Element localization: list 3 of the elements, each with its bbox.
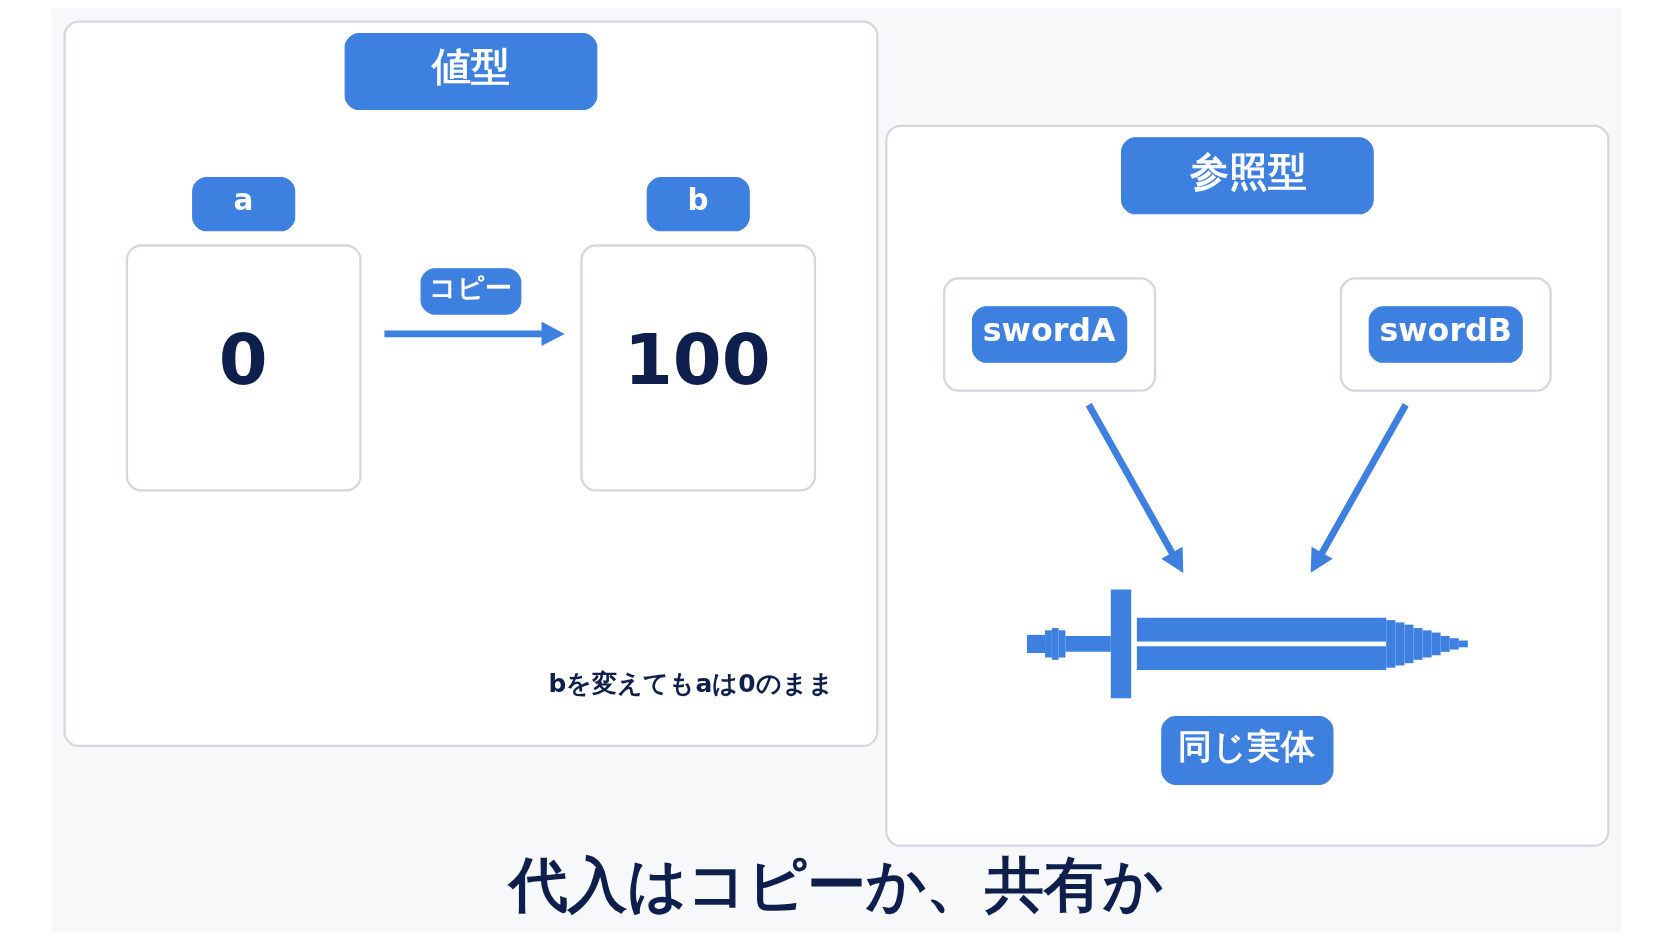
edge-label: コピー xyxy=(428,272,512,304)
label: bを変えてもaは0のまま xyxy=(548,669,834,699)
diagram-title: 代入はコピーか、共有か xyxy=(508,850,1163,920)
